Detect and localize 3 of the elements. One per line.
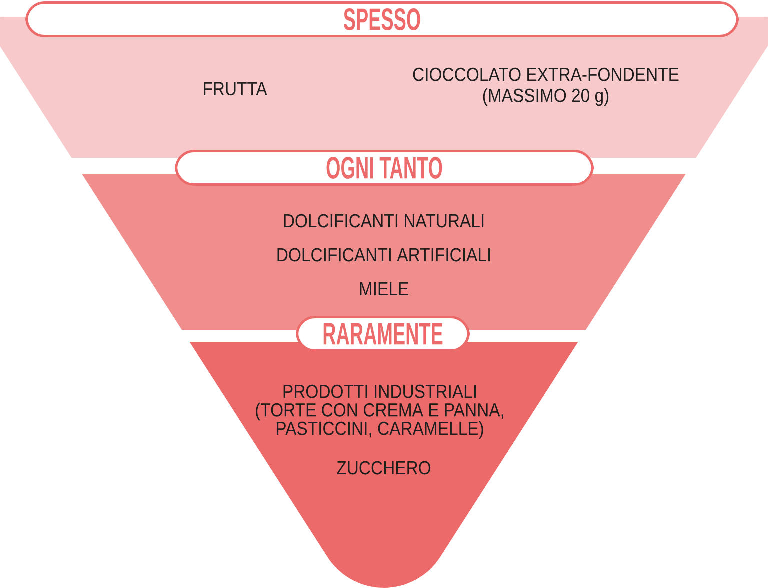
heading-pill: SPESSO [26, 2, 739, 38]
heading-pill: RARAMENTE [296, 316, 470, 352]
heading-pill: OGNI TANTO [175, 150, 594, 186]
